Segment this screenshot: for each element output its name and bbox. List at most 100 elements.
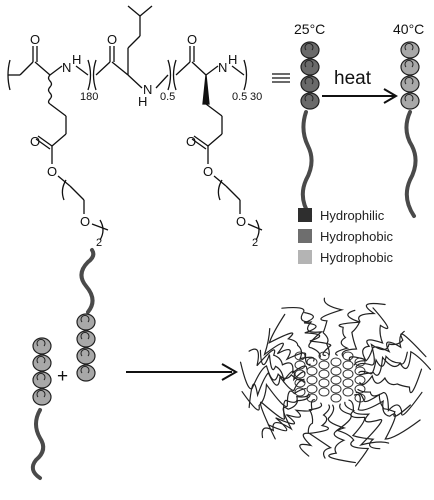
helix-turn xyxy=(32,388,52,406)
corona-chain xyxy=(268,313,315,362)
bond xyxy=(19,61,34,76)
corona-chain xyxy=(248,371,305,409)
core-helix-turn xyxy=(318,378,330,388)
right-bracket xyxy=(167,59,172,91)
bond xyxy=(34,61,51,76)
helix-turn xyxy=(32,337,52,355)
helix-turn xyxy=(300,58,320,76)
atom-oxygen: O xyxy=(47,164,57,179)
micelle-assembly xyxy=(239,297,432,467)
subscript-30: 30 xyxy=(250,91,262,103)
corona-chain xyxy=(261,394,311,439)
corona-chain xyxy=(259,349,306,383)
subscript-2: 2 xyxy=(252,237,258,249)
corona-chain xyxy=(357,388,423,416)
helix-segment xyxy=(300,41,320,110)
helix-turn xyxy=(76,330,96,348)
subscript-0-5: 0.5 xyxy=(232,91,247,103)
corona-chain xyxy=(241,382,307,411)
helix-inner xyxy=(80,348,90,357)
bond xyxy=(231,65,245,76)
peg-bracket-left xyxy=(217,179,223,201)
right-bracket xyxy=(243,59,248,91)
corona-chain xyxy=(327,404,357,464)
atom-oxygen: O xyxy=(80,214,90,229)
core-helix-turn xyxy=(342,360,354,370)
ester-carbonyl xyxy=(191,138,207,150)
corona-chain xyxy=(281,306,324,358)
subscript-0-5: 0.5 xyxy=(160,91,175,103)
helix-segment xyxy=(76,313,96,382)
corona-chain xyxy=(335,403,370,467)
atom-hydrogen: H xyxy=(138,94,147,109)
corona-chain xyxy=(239,361,305,390)
core-helix-turn xyxy=(330,357,342,367)
legend-item-hydrophilic: Hydrophilic xyxy=(298,208,385,223)
legend-swatch xyxy=(298,229,312,243)
helix-turn xyxy=(400,41,420,59)
corona-chain xyxy=(353,393,421,440)
atom-labels: O N H 180 O O O 2 O N H 0.5 O N H 0.5 30… xyxy=(30,32,262,249)
core-helix-turn xyxy=(318,369,330,379)
polymer-25c xyxy=(300,41,320,218)
atom-oxygen: O xyxy=(107,32,117,47)
bond xyxy=(51,133,67,147)
heat-label: heat xyxy=(334,68,372,89)
corona-chain xyxy=(344,401,381,450)
temperature-low-label: 25°C xyxy=(294,21,325,37)
helix-turn xyxy=(400,92,420,110)
bond xyxy=(175,61,191,76)
helix-turn xyxy=(76,313,96,331)
helix-inner xyxy=(304,76,314,85)
polymer-right xyxy=(76,248,96,382)
bond xyxy=(139,5,153,17)
subscript-180: 180 xyxy=(80,91,98,103)
bond xyxy=(111,61,129,76)
atom-oxygen: O xyxy=(30,32,40,47)
core-helix-turn xyxy=(354,375,366,385)
legend-swatch xyxy=(298,250,312,264)
bond xyxy=(127,5,141,17)
bond xyxy=(127,35,141,49)
bond xyxy=(213,175,227,187)
bond xyxy=(205,103,223,117)
hydrophilic-tail xyxy=(79,248,96,314)
bond xyxy=(155,74,169,89)
helix-inner xyxy=(36,338,46,347)
legend: Hydrophilic Hydrophobic Hydrophobic xyxy=(298,208,393,265)
core-helix-turn xyxy=(342,378,354,388)
legend-swatch xyxy=(298,208,312,222)
corona-chain xyxy=(348,307,389,362)
bond xyxy=(205,65,219,76)
helix-inner xyxy=(80,331,90,340)
corona-chain xyxy=(303,312,332,357)
helix-turn xyxy=(76,347,96,365)
atom-oxygen: O xyxy=(203,164,213,179)
helix-inner xyxy=(404,59,414,68)
core-helix-turn xyxy=(342,369,354,379)
bond xyxy=(75,65,89,76)
corona-chain xyxy=(348,399,390,446)
legend-item-hydrophobic-light: Hydrophobic xyxy=(298,250,393,265)
temperature-high-label: 40°C xyxy=(393,21,424,37)
atom-nitrogen: N xyxy=(62,60,71,75)
bond xyxy=(57,175,71,187)
corona-chain xyxy=(307,404,333,459)
bond xyxy=(95,61,111,76)
left-bracket xyxy=(172,59,177,91)
helix-segment xyxy=(400,41,420,110)
helix-turn xyxy=(300,75,320,93)
bond xyxy=(49,65,63,76)
core-helix-turn xyxy=(330,384,342,394)
atom-nitrogen: N xyxy=(143,82,152,97)
atom-hydrogen: H xyxy=(228,52,237,67)
ester-carbonyl xyxy=(193,135,209,147)
atom-oxygen: O xyxy=(236,214,246,229)
right-bracket xyxy=(87,59,92,91)
left-bracket xyxy=(92,59,97,91)
bond xyxy=(207,133,223,147)
helix-inner xyxy=(304,93,314,102)
legend-label: Hydrophobic xyxy=(320,229,393,244)
corona-chain xyxy=(334,309,361,356)
